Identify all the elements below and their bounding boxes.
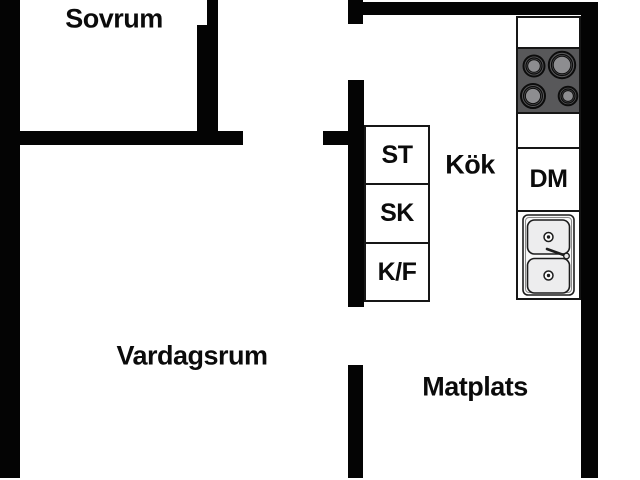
room-label-vardagsrum: Vardagsrum	[116, 340, 268, 371]
dishwasher: DM	[516, 147, 581, 212]
wall-west	[0, 0, 20, 478]
cabinet-kf-label: K/F	[377, 257, 417, 286]
wall-kitchen-west-jamb	[348, 0, 363, 24]
room-label-matplats: Matplats	[422, 371, 528, 402]
wall-east	[581, 2, 598, 478]
room-label-kok: Kök	[445, 149, 495, 180]
wall-kitchen-west	[348, 80, 364, 307]
counter-cell-mid	[516, 112, 581, 149]
counter-cell-top	[516, 16, 581, 49]
wall-sovrum-east-jamb	[207, 0, 218, 25]
cabinet-sk: SK	[364, 183, 430, 244]
cabinet-st: ST	[364, 125, 430, 185]
sink-cabinet	[516, 210, 581, 300]
wall-north	[361, 2, 597, 15]
cabinet-sk-label: SK	[380, 199, 414, 227]
wall-sovrum-south	[20, 131, 243, 145]
sink-icon	[522, 214, 575, 296]
wall-matplats-west	[348, 365, 363, 478]
wall-sovrum-east	[197, 25, 218, 131]
cabinet-kf: K/F	[364, 242, 430, 302]
cabinet-st-label: ST	[381, 140, 413, 169]
stove	[516, 47, 581, 114]
dishwasher-label: DM	[529, 165, 568, 193]
stove-icon	[520, 50, 579, 109]
room-label-sovrum: Sovrum	[65, 3, 163, 34]
